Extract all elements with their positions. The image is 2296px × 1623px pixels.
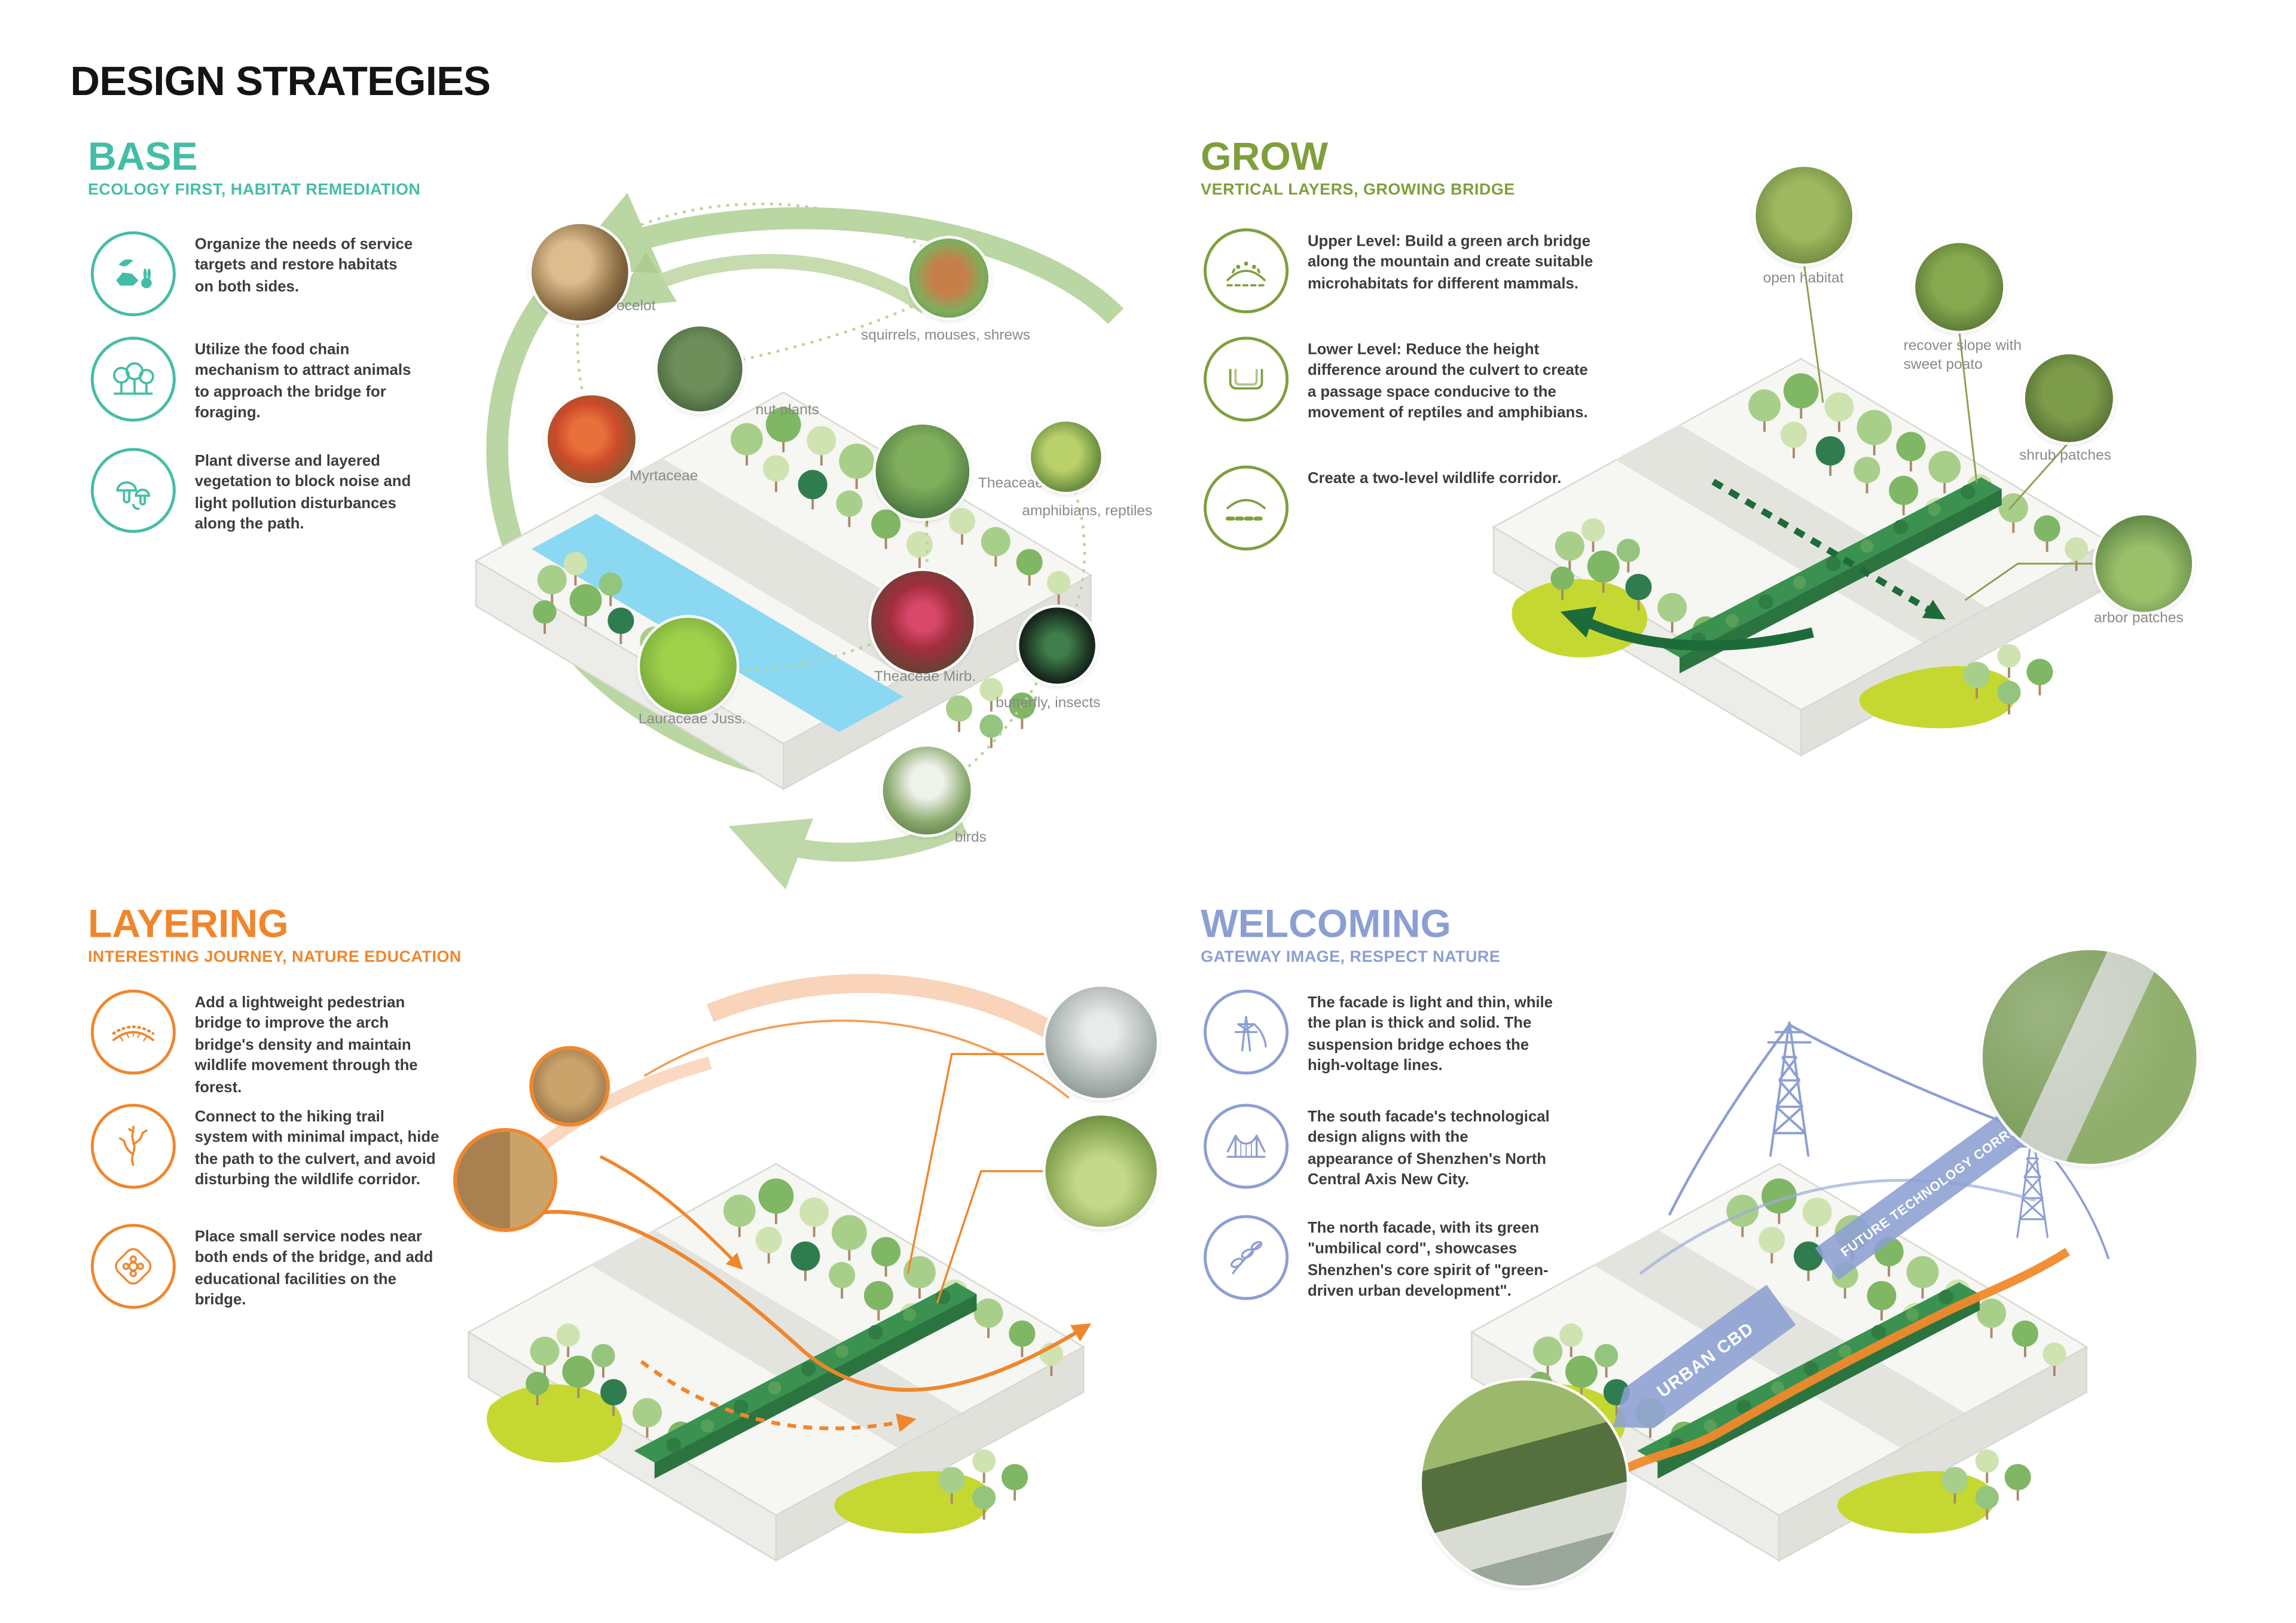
grow-item-2: Lower Level: Reduce the height differenc… <box>1204 337 1601 424</box>
grow-header: GROW VERTICAL LAYERS, GROWING BRIDGE <box>1201 137 1515 199</box>
upper-level-icon <box>1204 228 1289 314</box>
grow-item-3-text: Create a two-level wildlife corridor. <box>1307 470 1562 488</box>
photo-squirrels <box>909 239 989 318</box>
label-butterfly: butterfly, insects <box>996 695 1101 712</box>
layering-title: LAYERING <box>87 901 289 946</box>
layering-item-2-text: Connect to the hiking trail system with … <box>194 1108 439 1190</box>
photo-garden-education <box>1045 1115 1157 1227</box>
welcoming-item-3: The north facade, with its green "umbili… <box>1204 1215 1553 1303</box>
photo-nut-plants <box>657 326 743 412</box>
photo-green-bridge <box>1421 1380 1627 1586</box>
service-node-icon <box>90 1224 176 1309</box>
layering-item-1-text: Add a lightweight pedestrian bridge to i… <box>194 994 418 1097</box>
label-ocelot: ocelot <box>616 298 656 315</box>
grow-title: GROW <box>1201 135 1329 179</box>
welcoming-title: WELCOMING <box>1201 901 1451 946</box>
photo-arbor-patches <box>2095 515 2193 612</box>
green-leaves-icon <box>1204 1215 1289 1300</box>
grow-leader-lines <box>1803 263 2096 601</box>
label-myrtaceae: Myrtaceae <box>630 468 698 485</box>
label-arbor-patches: arbor patches <box>2094 610 2184 627</box>
photo-shrub-patches <box>2025 354 2113 442</box>
photo-service-cabin-large <box>457 1132 554 1228</box>
base-item-3-text: Plant diverse and layered vegetation to … <box>194 452 411 534</box>
base-header: BASE ECOLOGY FIRST, HABITAT REMEDIATION <box>88 137 420 199</box>
base-item-1-text: Organize the needs of service targets an… <box>194 236 413 296</box>
layering-subtitle: INTERESTING JOURNEY, NATURE EDUCATION <box>87 948 462 967</box>
welcoming-orange-ribbon <box>1601 1248 2070 1486</box>
label-amphibians: amphibians, reptiles <box>1022 503 1153 520</box>
grow-terrain <box>1492 357 2109 756</box>
grow-item-1-text: Upper Level: Build a green arch bridge a… <box>1307 233 1593 293</box>
photo-theaceae <box>875 424 970 518</box>
label-theaceae-mirb: Theaceae Mirb. <box>874 669 976 686</box>
layering-leader-lines <box>906 1053 1046 1304</box>
welcoming-item-2: The south facade's technological design … <box>1204 1104 1553 1192</box>
page-title: DESIGN STRATEGIES <box>70 58 491 104</box>
photo-net-detail <box>1045 986 1157 1098</box>
forest-trees-icon <box>90 337 176 422</box>
grow-item-3: Create a two-level wildlife corridor. <box>1204 465 1601 551</box>
layering-header: LAYERING INTERESTING JOURNEY, NATURE EDU… <box>88 904 462 966</box>
layering-terrain <box>468 1163 1085 1561</box>
grow-item-2-text: Lower Level: Reduce the height differenc… <box>1307 341 1588 423</box>
label-birds: birds <box>954 830 987 846</box>
photo-recover-slope <box>1915 243 2004 331</box>
welcoming-header: WELCOMING GATEWAY IMAGE, RESPECT NATURE <box>1201 904 1500 966</box>
lower-level-icon <box>1204 337 1289 422</box>
photo-ocelot <box>531 224 628 321</box>
layering-item-3: Place small service nodes near both ends… <box>90 1224 441 1312</box>
layering-item-1: Add a lightweight pedestrian bridge to i… <box>90 989 441 1099</box>
wildlife-animals-icon <box>90 231 176 316</box>
photo-theaceae-mirb <box>871 571 974 674</box>
high-voltage-tower-icon <box>1204 989 1289 1075</box>
base-item-2: Utilize the food chain mechanism to attr… <box>90 337 417 424</box>
grow-item-1: Upper Level: Build a green arch bridge a… <box>1204 228 1601 314</box>
pedestrian-bridge-icon <box>90 989 176 1075</box>
base-subtitle: ECOLOGY FIRST, HABITAT REMEDIATION <box>87 181 421 200</box>
photo-open-habitat <box>1755 167 1852 264</box>
layered-vegetation-icon <box>90 448 176 533</box>
welcoming-item-2-text: The south facade's technological design … <box>1307 1108 1550 1190</box>
welcoming-item-3-text: The north facade, with its green "umbili… <box>1307 1219 1549 1301</box>
photo-lauraceae <box>640 618 737 715</box>
layering-item-2: Connect to the hiking trail system with … <box>90 1104 441 1192</box>
layering-item-3-text: Place small service nodes near both ends… <box>194 1228 433 1310</box>
welcoming-item-1: The facade is light and thin, while the … <box>1204 989 1553 1078</box>
base-item-2-text: Utilize the food chain mechanism to attr… <box>194 341 411 423</box>
grow-corridor-arrows <box>1560 478 1946 651</box>
welcoming-subtitle: GATEWAY IMAGE, RESPECT NATURE <box>1201 948 1501 967</box>
photo-butterfly <box>1019 607 1095 684</box>
river <box>531 514 904 732</box>
label-lauraceae: Lauraceae Juss. <box>638 711 746 728</box>
label-recover-slope: recover slope with sweet poato <box>1903 338 2022 373</box>
suspension-bridge-icon <box>1204 1104 1289 1189</box>
hiking-trail-icon <box>90 1104 176 1189</box>
photo-birds <box>883 746 971 835</box>
welcoming-item-1-text: The facade is light and thin, while the … <box>1307 994 1553 1075</box>
label-squirrels: squirrels, mouses, shrews <box>861 328 1031 344</box>
base-item-1: Organize the needs of service targets an… <box>90 231 417 316</box>
photo-bridge-aerial <box>1982 950 2197 1164</box>
photo-amphibians <box>1031 421 1101 492</box>
label-nut-plants: nut plants <box>755 402 819 419</box>
photo-service-cabin-small <box>533 1049 606 1123</box>
photo-myrtaceae <box>547 395 636 484</box>
base-title: BASE <box>87 135 198 179</box>
label-shrub-patches: shrub patches <box>2019 448 2112 464</box>
base-diagram <box>475 192 1124 890</box>
grow-diagram <box>1492 263 2109 756</box>
label-theaceae: Theaceae <box>978 475 1043 492</box>
label-open-habitat: open habitat <box>1763 271 1844 288</box>
two-level-corridor-icon <box>1204 465 1289 551</box>
base-terrain <box>475 392 1092 790</box>
grow-subtitle: VERTICAL LAYERS, GROWING BRIDGE <box>1201 181 1515 200</box>
base-item-3: Plant diverse and layered vegetation to … <box>90 448 417 536</box>
